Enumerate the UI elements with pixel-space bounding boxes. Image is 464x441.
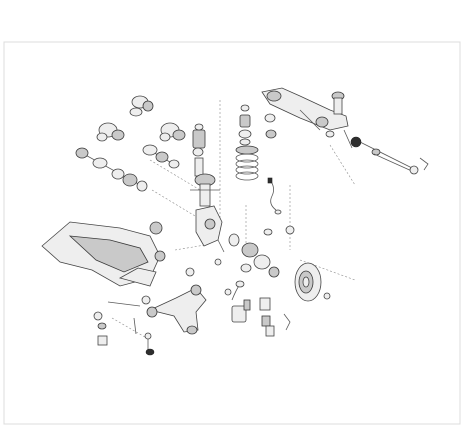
strut-mount — [192, 123, 206, 157]
boot-icon — [129, 95, 154, 117]
drive-shaft-boots — [96, 95, 186, 142]
drive-shaft-right — [142, 144, 180, 169]
shock-absorber — [190, 157, 220, 207]
shock-icon — [190, 157, 220, 207]
subframe-icon — [41, 221, 166, 287]
axle-icon — [75, 147, 148, 192]
boot-icon — [96, 122, 125, 142]
drive-shaft-left — [75, 147, 148, 192]
diagram-border — [3, 41, 461, 425]
coil-spring — [235, 104, 259, 181]
boot-icon — [159, 122, 186, 142]
stabilizer-link — [93, 301, 155, 356]
pad-icon — [224, 280, 291, 337]
control-arm — [141, 267, 207, 335]
steering-rack — [261, 87, 349, 138]
disc-icon — [294, 262, 331, 302]
rack-icon — [261, 87, 349, 138]
spring-icon — [235, 104, 259, 181]
steering-knuckle — [195, 205, 225, 253]
link-icon — [93, 301, 155, 356]
hub-icon — [214, 225, 295, 278]
axle-icon — [142, 144, 180, 169]
subframe — [41, 221, 166, 287]
strut-bearing-parts — [264, 113, 277, 139]
wheel-hub — [214, 225, 295, 278]
arm-icon — [141, 267, 207, 335]
knuckle-icon — [195, 205, 225, 253]
tie-rod — [343, 129, 429, 175]
tierod-icon — [343, 129, 429, 175]
mount-icon — [192, 123, 206, 157]
brake-disc — [294, 262, 331, 302]
brake-pads — [224, 280, 291, 337]
leader-lines — [111, 100, 356, 341]
abs-sensor — [231, 177, 282, 301]
sensor-icon — [231, 177, 282, 301]
